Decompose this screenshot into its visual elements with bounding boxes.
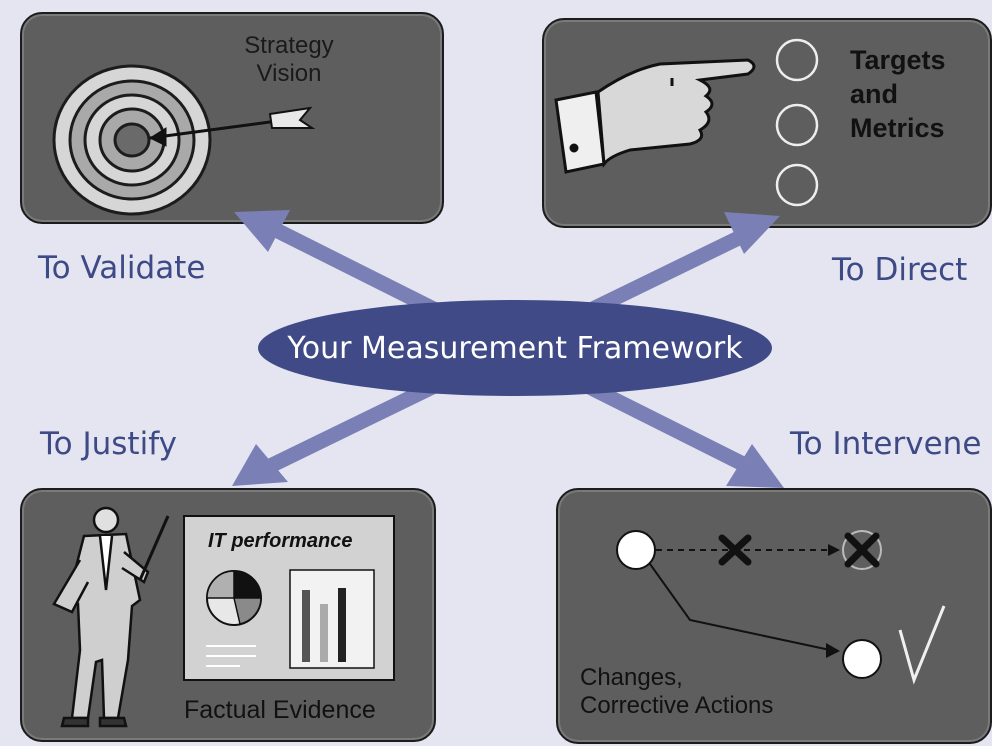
arrowhead-justify-icon bbox=[232, 444, 288, 486]
start-node-icon bbox=[616, 530, 656, 570]
goal-node-icon bbox=[842, 639, 882, 679]
strategy-text: Strategy bbox=[244, 32, 334, 59]
changes-text: Changes, bbox=[580, 664, 683, 691]
arrowhead-intervene-icon bbox=[726, 444, 784, 488]
framework-ellipse bbox=[258, 300, 772, 396]
arrowhead-direct-icon bbox=[724, 212, 780, 254]
strategy-vision-label: Strategy Vision bbox=[232, 32, 346, 87]
target-icon bbox=[52, 64, 212, 216]
and-text: and bbox=[850, 78, 899, 109]
checkmark-icon bbox=[898, 605, 946, 685]
targets-text: Targets bbox=[850, 45, 946, 75]
blocked-goal-x-icon bbox=[844, 532, 880, 568]
vision-text: Vision bbox=[256, 59, 322, 87]
dart-arrow-icon bbox=[148, 106, 316, 147]
factual-evidence-caption: Factual Evidence bbox=[184, 696, 376, 724]
framework-label: Your Measurement Framework bbox=[287, 330, 743, 366]
presenter-icon bbox=[52, 506, 170, 728]
blocked-x-icon bbox=[718, 534, 752, 566]
to-intervene-label: To Intervene bbox=[790, 426, 982, 462]
circle-2-icon bbox=[775, 103, 819, 147]
to-justify-label: To Justify bbox=[40, 426, 177, 462]
circle-3-icon bbox=[775, 163, 819, 207]
pointing-hand-icon bbox=[554, 58, 756, 174]
checkbox-circles bbox=[775, 38, 819, 207]
targets-metrics-label: Targets and Metrics bbox=[850, 44, 946, 145]
chart-title: IT performance bbox=[208, 530, 353, 552]
to-direct-label: To Direct bbox=[832, 252, 968, 288]
metrics-text: Metrics bbox=[850, 112, 945, 143]
arrowhead-validate-icon bbox=[234, 210, 290, 252]
intervention-flow bbox=[616, 530, 946, 685]
corrective-actions-text: Corrective Actions bbox=[580, 691, 774, 719]
corrective-actions-label: Changes, Corrective Actions bbox=[580, 664, 773, 719]
performance-board bbox=[183, 515, 395, 681]
corrective-actions-panel bbox=[556, 488, 992, 744]
circle-1-icon bbox=[775, 38, 819, 82]
to-validate-label: To Validate bbox=[38, 250, 206, 286]
